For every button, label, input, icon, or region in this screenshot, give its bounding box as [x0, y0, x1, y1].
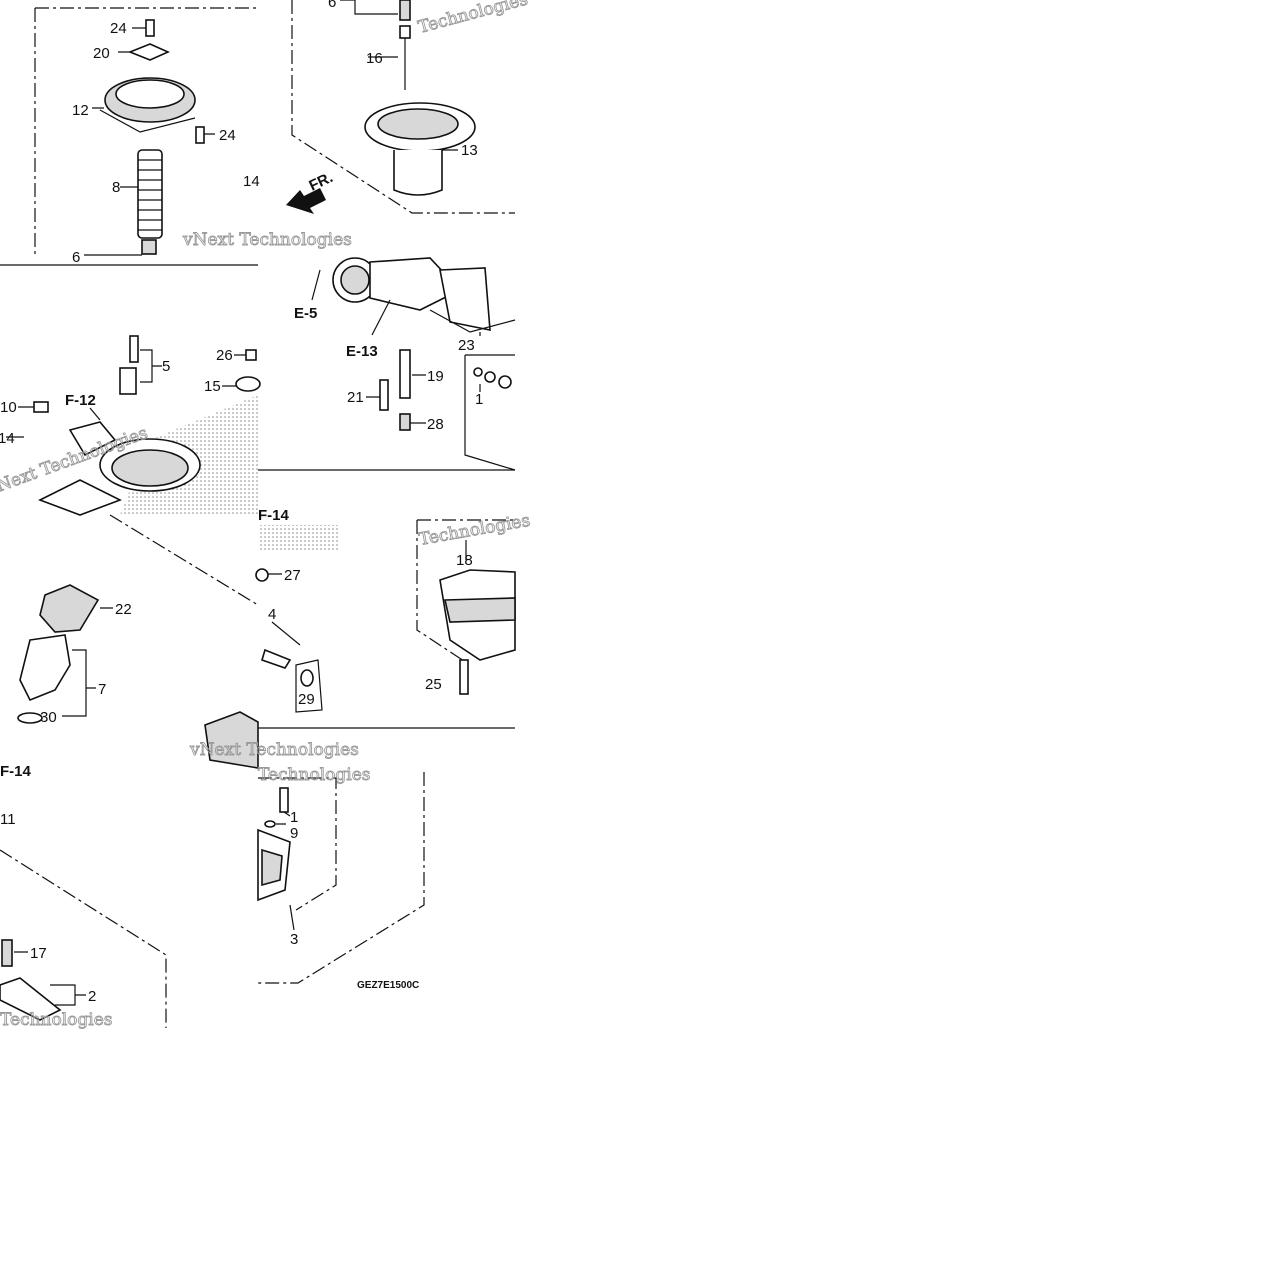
elbow-part	[19, 634, 71, 702]
callout-7: 7	[98, 681, 106, 698]
filter-part	[1, 939, 13, 967]
cap-part	[39, 584, 100, 633]
tile-top-middle: 6 16 13 Technologies FR.	[286, 0, 530, 214]
callout-22: 22	[115, 601, 132, 618]
tile-top-left: 24 20 12 24 8 6 14 vNext Technologies	[34, 7, 352, 266]
callout-1: 1	[475, 391, 483, 408]
spring-part	[137, 149, 163, 239]
callout-15: 15	[204, 378, 221, 395]
front-direction-arrow: FR.	[286, 169, 336, 214]
tile-bottom-center: 1 9 3 GEZ7E1500C Technologies	[257, 765, 425, 991]
callout-21: 21	[347, 389, 364, 406]
reference-F-12: F-12	[65, 392, 96, 409]
tile-bottom-left: 11 17 2 Technologies	[0, 811, 167, 1030]
callout-25: 25	[425, 676, 442, 693]
callout-2: 2	[88, 988, 96, 1005]
direction-label: FR.	[307, 169, 336, 195]
callout-1: 1	[290, 809, 298, 826]
callout-16: 16	[366, 50, 383, 67]
callout-26: 26	[216, 347, 233, 364]
needle-part	[399, 0, 411, 90]
callout-29: 29	[298, 691, 315, 708]
callout-4: 4	[268, 606, 276, 623]
callout-6: 6	[328, 0, 336, 11]
callout-3: 3	[290, 931, 298, 948]
watermark-text: vNext Technologies	[182, 230, 352, 250]
callout-24: 24	[110, 20, 127, 37]
callout-14: 14	[243, 173, 260, 190]
callout-11: 11	[0, 811, 16, 828]
tile-lower-left: 22 7 30 F-14 vNext Technologies	[0, 514, 359, 780]
plate-part	[127, 43, 170, 61]
watermark-text: Technologies	[258, 765, 371, 785]
bowl-part	[257, 828, 291, 902]
float-chamber-part	[439, 569, 516, 661]
callout-14: 14	[0, 430, 15, 447]
diaphragm-part	[364, 102, 476, 196]
watermark-text: Technologies	[0, 1010, 113, 1030]
callout-6: 6	[72, 249, 80, 266]
callout-13: 13	[461, 142, 478, 159]
diagram-code: GEZ7E1500C	[357, 980, 419, 991]
tile-middle-left: 5 10 14 26 15 F-12 vNext Technologies	[0, 264, 261, 516]
watermark-text: Technologies	[416, 0, 530, 38]
throttle-body-part	[38, 421, 201, 516]
reference-F-14: F-14	[258, 507, 290, 524]
tile-lower-center: F-14 27 4 29 18 25 Technologies	[255, 507, 532, 729]
screw-part	[145, 19, 155, 37]
callout-8: 8	[112, 179, 120, 196]
reference-E-5: E-5	[294, 305, 317, 322]
jet-part	[399, 349, 411, 399]
reference-E-13: E-13	[346, 343, 378, 360]
callout-9: 9	[290, 825, 298, 842]
throttle-body-part	[332, 257, 491, 331]
callout-18: 18	[456, 552, 473, 569]
watermark-text: Technologies	[417, 511, 531, 550]
callout-20: 20	[93, 45, 110, 62]
callout-24: 24	[219, 127, 236, 144]
callout-17: 17	[30, 945, 47, 962]
watermark-text: vNext Technologies	[189, 740, 359, 760]
callout-30: 30	[40, 709, 57, 726]
callout-12: 12	[72, 102, 89, 119]
callout-28: 28	[427, 416, 444, 433]
callout-27: 27	[284, 567, 301, 584]
callout-19: 19	[427, 368, 444, 385]
callout-10: 10	[0, 399, 17, 416]
callout-5: 5	[162, 358, 170, 375]
callout-23: 23	[458, 337, 475, 354]
tile-center: E-5 E-13 23 19 21 28 1	[258, 257, 516, 471]
reference-F-14: F-14	[0, 763, 32, 780]
